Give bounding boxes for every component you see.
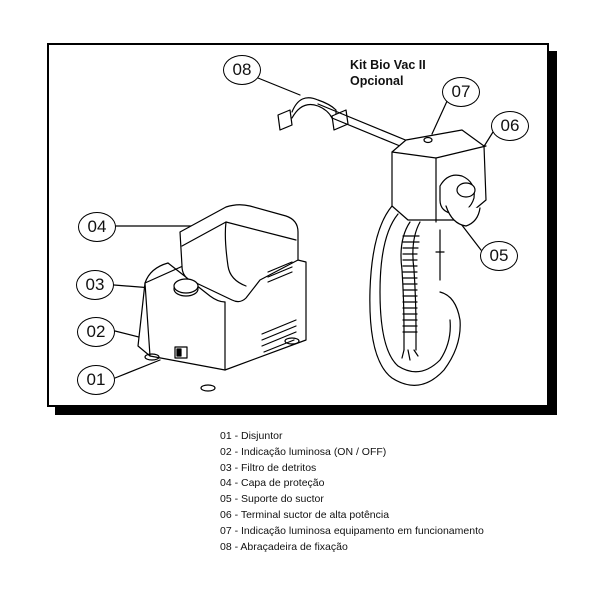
callout-02: 02 — [77, 317, 115, 347]
callout-05: 05 — [480, 241, 518, 271]
callout-06: 06 — [491, 111, 529, 141]
main-unit — [137, 204, 307, 392]
legend-item-08: 08 - Abraçadeira de fixação — [220, 540, 348, 553]
leader-08 — [257, 77, 301, 96]
legend-item-02: 02 - Indicação luminosa (ON / OFF) — [220, 445, 387, 458]
callout-01: 01 — [77, 365, 115, 395]
fixation-clamp — [277, 97, 421, 147]
legend-item-04: 04 - Capa de proteção — [220, 477, 325, 490]
kit-title-line1: Kit Bio Vac II — [350, 58, 426, 72]
legend-item-05: 05 - Suporte do suctor — [220, 493, 324, 506]
legend-item-07: 07 - Indicação luminosa equipamento em f… — [220, 524, 484, 537]
legend-item-03: 03 - Filtro de detritos — [220, 461, 317, 474]
legend-item-01: 01 - Disjuntor — [220, 430, 283, 442]
callout-07: 07 — [442, 77, 480, 107]
kit-title: Kit Bio Vac II Opcional — [350, 57, 426, 89]
callout-03: 03 — [76, 270, 114, 300]
legend-item-06: 06 - Terminal suctor de alta potência — [220, 508, 390, 521]
parts-legend: 01 - Disjuntor 02 - Indicação luminosa (… — [220, 429, 484, 555]
kit-title-line2: Opcional — [350, 74, 404, 88]
callout-04: 04 — [78, 212, 116, 242]
leader-07 — [431, 98, 449, 135]
leader-01 — [114, 359, 161, 379]
callout-08: 08 — [223, 55, 261, 85]
suction-holder — [369, 129, 487, 386]
